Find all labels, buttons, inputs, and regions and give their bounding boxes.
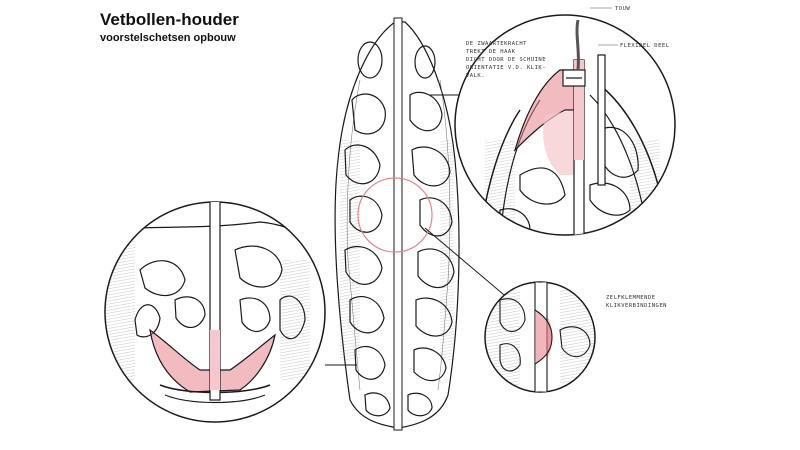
highlight-circle: [357, 177, 433, 253]
annotation-rope: TOUW: [615, 6, 631, 12]
detail-circle-left: [104, 201, 326, 423]
page-subtitle: voorstelschetsen opbouw: [100, 32, 236, 44]
annotation-top-detail: DE ZWAARTEKRACHT TREKT DE HAAK DICHT DOO…: [466, 41, 547, 79]
leader-line-right: [424, 227, 511, 301]
detail-circle-right: [484, 281, 596, 393]
annotation-flex-part: FLEXIBEL DEEL: [620, 43, 670, 49]
annotation-side-detail: ZELFKLEMMENDE KLIKVERBINDINGEN: [606, 295, 667, 309]
main-cage-sketch: [334, 17, 460, 431]
page-title: Vetbollen-houder: [100, 10, 239, 29]
